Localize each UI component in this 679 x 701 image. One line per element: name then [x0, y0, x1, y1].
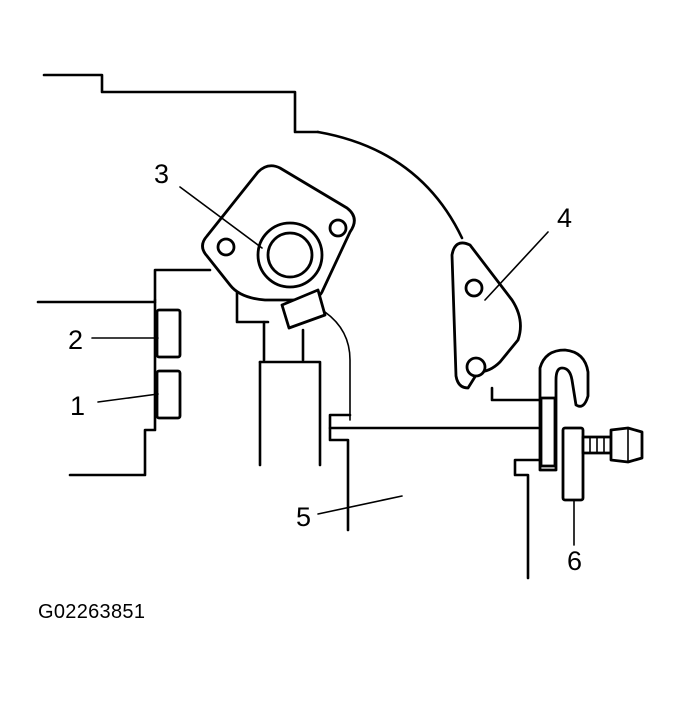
component-4-bracket: [450, 241, 522, 390]
leader-lines: [91, 186, 575, 546]
figure-id-label: G02263851: [38, 601, 146, 623]
callout-3: 3: [154, 159, 169, 189]
callout-6: 6: [567, 546, 582, 576]
housing-outline: [36, 73, 464, 477]
component-6-bolt: [561, 426, 644, 502]
callout-1: 1: [70, 391, 85, 421]
component-5-body: [328, 386, 550, 580]
callout-4: 4: [557, 203, 572, 233]
callout-2: 2: [68, 325, 83, 355]
component-1-block: [155, 369, 182, 420]
retaining-clip: [538, 348, 590, 472]
callout-5: 5: [296, 502, 311, 532]
component-3-flange: [201, 164, 356, 330]
component-2-block: [155, 308, 182, 359]
